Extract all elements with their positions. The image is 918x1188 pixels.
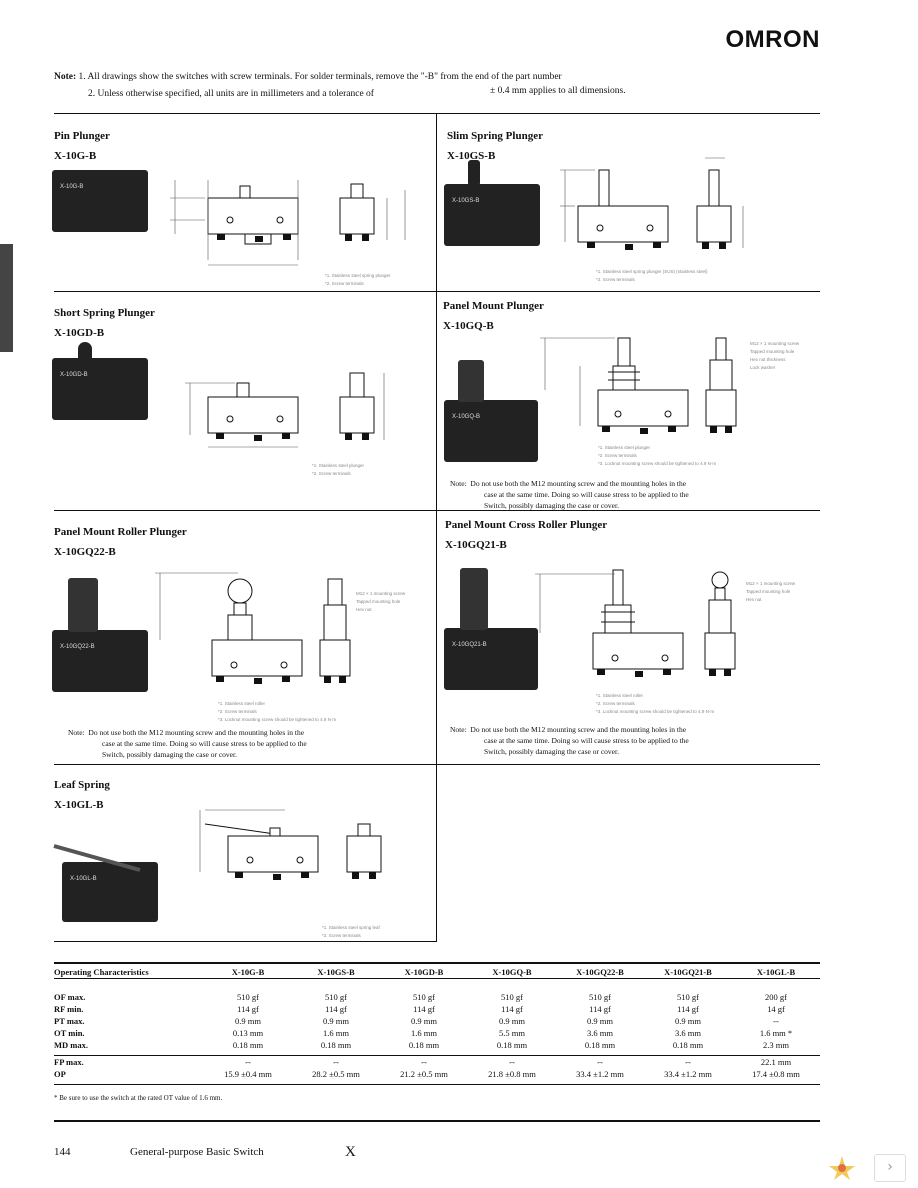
panel-plunger-photo xyxy=(458,360,484,402)
grid-row-divider-1 xyxy=(54,291,820,292)
omron-logo: OMRON xyxy=(725,26,820,53)
grid-row-divider-4 xyxy=(54,941,437,942)
section-title-short-spring-plunger: Short Spring Plunger xyxy=(54,307,155,319)
note-line-1: Note: 1. All drawings show the switches … xyxy=(54,72,562,82)
drawing-x10gl xyxy=(199,809,382,880)
header-x10g: X-10G-B xyxy=(204,966,292,979)
footer-rule xyxy=(54,1120,820,1122)
section-title-panel-mount-roller-plunger: Panel Mount Roller Plunger xyxy=(54,526,187,538)
footnotes-x10gq21: *1. Stainless steel roller*2. Screw term… xyxy=(596,693,715,714)
part-number-x10gq21: X-10GQ21-B xyxy=(445,539,507,551)
table-row: FP max. ------ ------ 22.1 mm xyxy=(54,1057,792,1067)
note-line-2b: ± 0.4 mm applies to all dimensions. xyxy=(490,86,626,96)
part-number-x10gl: X-10GL-B xyxy=(54,799,104,811)
part-number-x10gq: X-10GQ-B xyxy=(443,320,494,332)
cross-roller-photo xyxy=(460,568,488,630)
roller-plunger-photo xyxy=(68,578,98,632)
footnotes-x10g: *1. Stainless steel spring plunger*2. Sc… xyxy=(325,273,391,286)
grid-row-divider-2 xyxy=(54,510,820,511)
section-title-panel-mount-plunger: Panel Mount Plunger xyxy=(443,300,544,312)
header-operating-characteristics: Operating Characteristics xyxy=(54,966,204,979)
header-x10gs: X-10GS-B xyxy=(292,966,380,979)
drawing-x10gq21 xyxy=(535,569,736,677)
part-number-x10g: X-10G-B xyxy=(54,150,97,162)
section-tab xyxy=(0,244,13,352)
footnotes-x10gq: *1. Stainless steel plunger*2. Screw ter… xyxy=(598,445,717,466)
table-top-rule xyxy=(54,962,820,964)
section-title-panel-mount-cross-roller-plunger: Panel Mount Cross Roller Plunger xyxy=(445,519,608,531)
footer-title: General-purpose Basic Switch xyxy=(130,1146,264,1158)
grid-row-divider-3 xyxy=(54,764,820,765)
warning-x10gq21: Note: Do not use both the M12 mounting s… xyxy=(450,725,689,756)
header-x10gl: X-10GL-B xyxy=(732,966,820,979)
drawing-x10g xyxy=(170,180,406,266)
grid-top-rule xyxy=(54,113,820,114)
warning-x10gq: Note: Do not use both the M12 mounting s… xyxy=(450,479,689,510)
footnotes-x10gq22: *1. Stainless steel roller*2. Screw term… xyxy=(218,701,337,722)
part-number-x10gd: X-10GD-B xyxy=(54,327,105,339)
table-bottom-rule xyxy=(54,1084,820,1085)
drawing-x10gd xyxy=(185,372,385,448)
footnotes-x10gs: *1. Stainless steel spring plunger (SUS)… xyxy=(596,269,708,282)
header-x10gq21: X-10GQ21-B xyxy=(644,966,732,979)
product-photo-x10gq22: X-10GQ22-B xyxy=(52,630,148,692)
next-page-chevron-icon[interactable]: › xyxy=(874,1154,906,1182)
note-line-2a: 2. Unless otherwise specified, all units… xyxy=(88,89,374,99)
product-photo-x10gl: X-10GL-B xyxy=(62,862,158,922)
part-number-x10gq22: X-10GQ22-B xyxy=(54,546,116,558)
warning-x10gq22: Note: Do not use both the M12 mounting s… xyxy=(68,728,307,759)
operating-characteristics-table: Operating Characteristics X-10G-B X-10GS… xyxy=(54,966,820,1080)
header-x10gd: X-10GD-B xyxy=(380,966,468,979)
product-photo-x10gd: X-10GD-B xyxy=(52,358,148,420)
drawing-x10gs xyxy=(560,157,744,250)
section-title-leaf-spring: Leaf Spring xyxy=(54,779,110,791)
part-number-x10gs: X-10GS-B xyxy=(447,150,496,162)
product-photo-x10gs: X-10GS-B xyxy=(444,184,540,246)
header-x10gq22: X-10GQ22-B xyxy=(556,966,644,979)
leaf-spring-photo xyxy=(53,844,141,872)
slim-plunger-photo xyxy=(468,160,480,186)
table-footnote: * Be sure to use the switch at the rated… xyxy=(54,1094,223,1102)
section-title-slim-spring-plunger: Slim Spring Plunger xyxy=(447,130,543,142)
short-plunger-photo xyxy=(78,342,92,360)
product-photo-x10g: X-10G-B xyxy=(52,170,148,232)
table-header-row: Operating Characteristics X-10G-B X-10GS… xyxy=(54,966,820,979)
grid-center-divider xyxy=(436,113,437,942)
header-x10gq: X-10GQ-B xyxy=(468,966,556,979)
drawing-x10gq xyxy=(540,337,737,434)
viewer-logo-icon xyxy=(829,1156,855,1180)
footnotes-x10gd: *1. Stainless steel plunger*2. Screw ter… xyxy=(312,463,365,476)
section-title-pin-plunger: Pin Plunger xyxy=(54,130,110,142)
page-number: 144 xyxy=(54,1146,71,1158)
drawing-x10gq22 xyxy=(155,572,351,684)
product-photo-x10gq21: X-10GQ21-B xyxy=(444,628,538,690)
product-photo-x10gq: X-10GQ-B xyxy=(444,400,538,462)
footnotes-x10gl: *1. Stainless steel spring leaf*2. Screw… xyxy=(322,925,380,938)
footer-series: X xyxy=(345,1144,356,1160)
